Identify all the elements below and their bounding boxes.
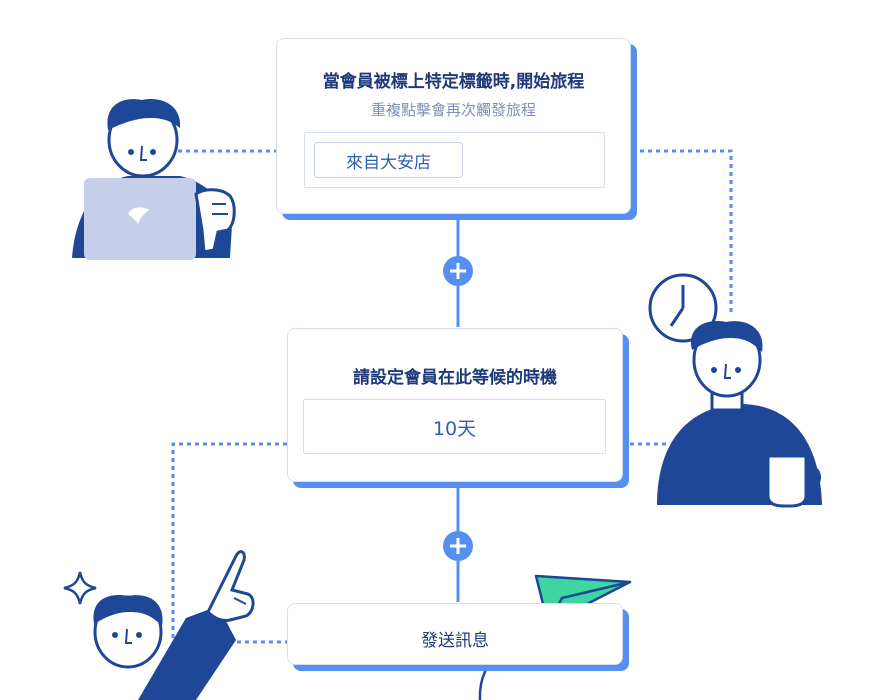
wait-duration-value: 10天 [432, 418, 477, 440]
tag-chip[interactable]: 來自大安店 [314, 142, 463, 178]
wait-card[interactable]: 請設定會員在此等候的時機 10天 [287, 328, 623, 482]
clock-icon [648, 273, 718, 343]
trigger-card[interactable]: 當會員被標上特定標籤時,開始旅程 重複點擊會再次觸發旅程 來自大安店 [276, 38, 631, 214]
trigger-subtitle: 重複點擊會再次觸發旅程 [370, 101, 536, 119]
person-with-coffee [657, 321, 822, 508]
brand-logo-icon [128, 207, 150, 224]
sparkle-icon [63, 571, 97, 605]
tag-input-field[interactable]: 來自大安店 [304, 132, 605, 188]
person-with-laptop [72, 99, 236, 260]
add-step-button-1[interactable] [443, 256, 473, 286]
send-message-card[interactable]: 發送訊息 [287, 603, 623, 665]
wait-title: 請設定會員在此等候的時機 [353, 368, 557, 388]
trigger-title: 當會員被標上特定標籤時,開始旅程 [322, 72, 585, 92]
wait-duration-field[interactable]: 10天 [303, 399, 606, 454]
person-pointing [93, 550, 255, 700]
add-step-button-2[interactable] [443, 531, 473, 561]
send-message-title: 發送訊息 [421, 631, 489, 651]
